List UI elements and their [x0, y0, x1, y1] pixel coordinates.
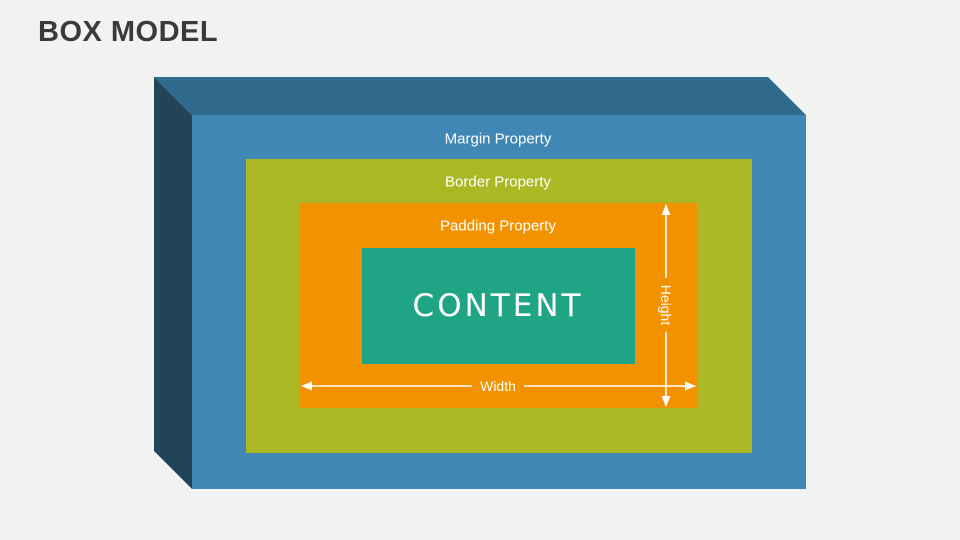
margin-label: Margin Property: [444, 130, 552, 148]
padding-label: Padding Property: [440, 217, 556, 235]
page-title: BOX MODEL: [38, 16, 219, 48]
width-label: Width: [472, 378, 524, 394]
border-label: Border Property: [445, 173, 551, 191]
content-label: CONTENT: [412, 288, 584, 324]
margin-box-top-face: [154, 77, 806, 115]
content-box: [362, 248, 635, 364]
height-label: Height: [658, 277, 674, 333]
margin-box-side-face: [154, 77, 192, 489]
